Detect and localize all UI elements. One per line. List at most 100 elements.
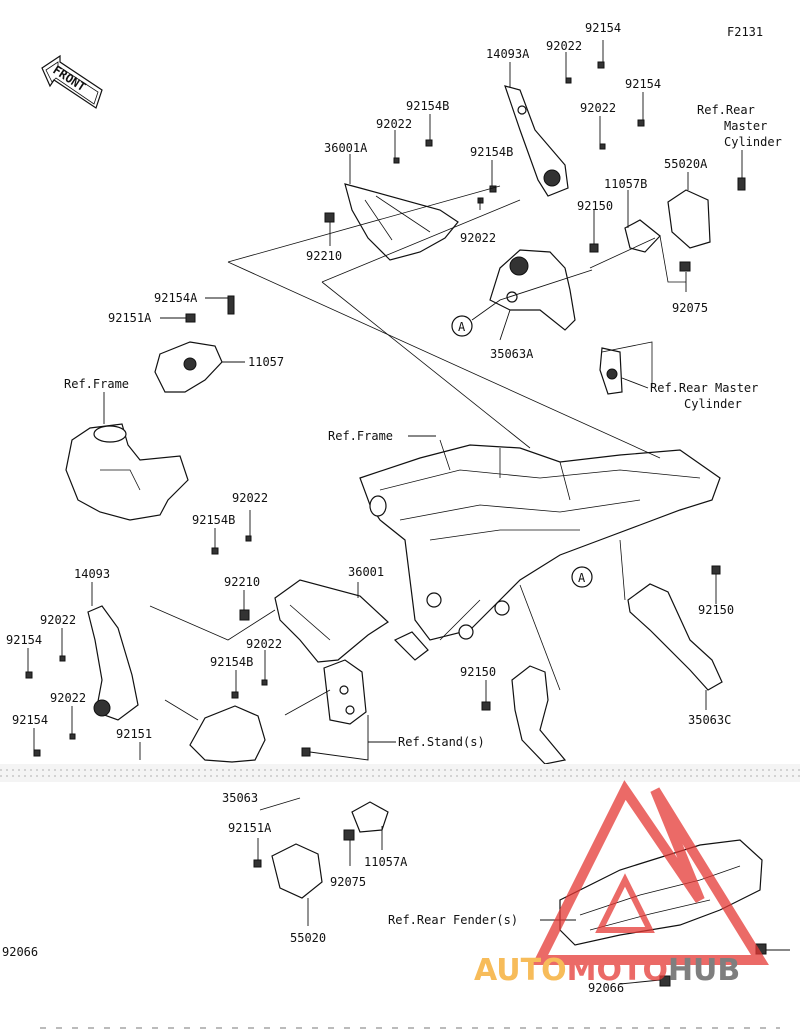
bracket-11057A [351,801,389,833]
label-92154B-l: 92154B [192,513,235,527]
grommet-92066-bottom [659,975,671,987]
label-55020A: 55020A [664,157,708,171]
label-92066-b: 92066 [588,981,624,995]
label-92210-top: 92210 [306,249,342,263]
svg-text:AUTOMOTOHUB: AUTOMOTOHUB [474,953,740,988]
bolt-92150-center [481,701,491,711]
nut-92022-mid [477,197,484,204]
label-92154-top: 92154 [585,21,621,35]
bracket-11057 [154,341,223,393]
bracket-14093 [87,605,139,721]
nut-92022-l1 [245,535,252,542]
bolt-92154A [227,295,235,315]
label-92154B-l2: 92154B [210,655,253,669]
watermark-auto: AUTO [474,953,567,988]
footpeg-35063-left [189,705,266,763]
label-92210-l: 92210 [224,575,260,589]
label-ref-rear-master-b1: Ref.Rear Master [650,381,758,395]
label-92022-top: 92022 [546,39,582,53]
label-92154B-mid: 92154B [470,145,513,159]
label-35063C: 35063C [688,713,731,727]
label-ref-stands: Ref.Stand(s) [398,735,485,749]
watermark-triangle-icon [531,780,769,965]
frame-ref-upper-left [65,423,189,521]
label-11057B: 11057B [604,177,647,191]
pedal-lower [511,665,567,765]
label-92022-l3: 92022 [246,637,282,651]
watermark-hub: HUB [668,953,740,988]
main-frame-ref [359,439,721,641]
scan-noise-band [0,764,800,782]
nut-92075-bottom [343,829,355,841]
bolt-92154B-mid [489,185,497,193]
label-14093A: 14093A [486,47,530,61]
nut-92022-l3 [261,679,268,686]
label-92151A-b: 92151A [228,821,272,835]
label-ref-frame-1: Ref.Frame [64,377,129,391]
part-labels: 92154 14093A 92022 92154 92154B 92022 92… [2,21,782,995]
front-arrow-icon: FRONT [41,54,103,109]
nut-92022-l2 [59,655,66,662]
label-92150-top: 92150 [577,199,613,213]
bolt-92154B-left [211,547,219,555]
collar-92210-left [239,609,250,621]
bolt-92154B-l2 [231,691,239,699]
bracket-36001A [344,183,459,261]
label-11057A: 11057A [364,855,408,869]
label-92154-right: 92154 [625,77,661,91]
label-92154-l2: 92154 [12,713,48,727]
bolt-92154-l1 [25,671,33,679]
label-55020: 55020 [290,931,326,945]
label-36001: 36001 [348,565,384,579]
bolt-92154-right [637,119,645,127]
plate-ref-stand [323,659,367,725]
plate-55020A [667,189,711,249]
nut-92022-right [599,143,606,150]
label-36001A: 36001A [324,141,368,155]
label-92151A-top: 92151A [108,311,152,325]
label-92066-l: 92066 [2,945,38,959]
bolt-55020A-screw [737,177,746,191]
master-cylinder-ref-top [599,347,623,395]
label-35063: 35063 [222,791,258,805]
watermark-moto: MOTO [567,953,668,988]
label-92075-top: 92075 [672,301,708,315]
label-ref-frame-2: Ref.Frame [328,429,393,443]
bolt-92150-top [589,243,599,253]
leader-lines [27,40,790,985]
link-plate-center [393,631,429,661]
label-35063A: 35063A [490,347,534,361]
bolt-92154-l2 [33,749,41,757]
label-92151: 92151 [116,727,152,741]
label-ref-rear-master-3: Cylinder [724,135,782,149]
label-14093: 14093 [74,567,110,581]
bracket-14093A [504,85,569,197]
bolt-92151A-bottom [253,859,262,868]
figure-code: F2131 [727,25,763,39]
callout-a-upper: A [451,315,473,337]
svg-text:A: A [578,571,586,585]
label-ref-rear-master-b2: Cylinder [684,397,742,411]
nut-92022-tl [393,157,400,164]
callout-a-lower: A [571,566,593,588]
plate-55020 [271,843,323,899]
watermark-logo: AUTOMOTOHUB [474,780,769,988]
nut-92075-top [679,261,691,272]
footpeg-35063A [489,249,576,331]
label-11057: 11057 [248,355,284,369]
label-92022-l1: 92022 [232,491,268,505]
nut-92022-l4 [69,733,76,740]
label-ref-rear-fender: Ref.Rear Fender(s) [388,913,518,927]
plate-11057B [624,219,661,253]
label-92022-mid: 92022 [460,231,496,245]
label-92075-b: 92075 [330,875,366,889]
cover-36001 [274,579,389,663]
label-ref-rear-master-2: Master [724,119,767,133]
bolt-92154B-top [425,139,433,147]
footpeg-35063C [627,583,723,691]
label-92022-l2: 92022 [40,613,76,627]
label-92154B-top: 92154B [406,99,449,113]
bolt-92150-right [711,565,721,575]
nut-92022-top [565,77,572,84]
label-92150-c: 92150 [460,665,496,679]
